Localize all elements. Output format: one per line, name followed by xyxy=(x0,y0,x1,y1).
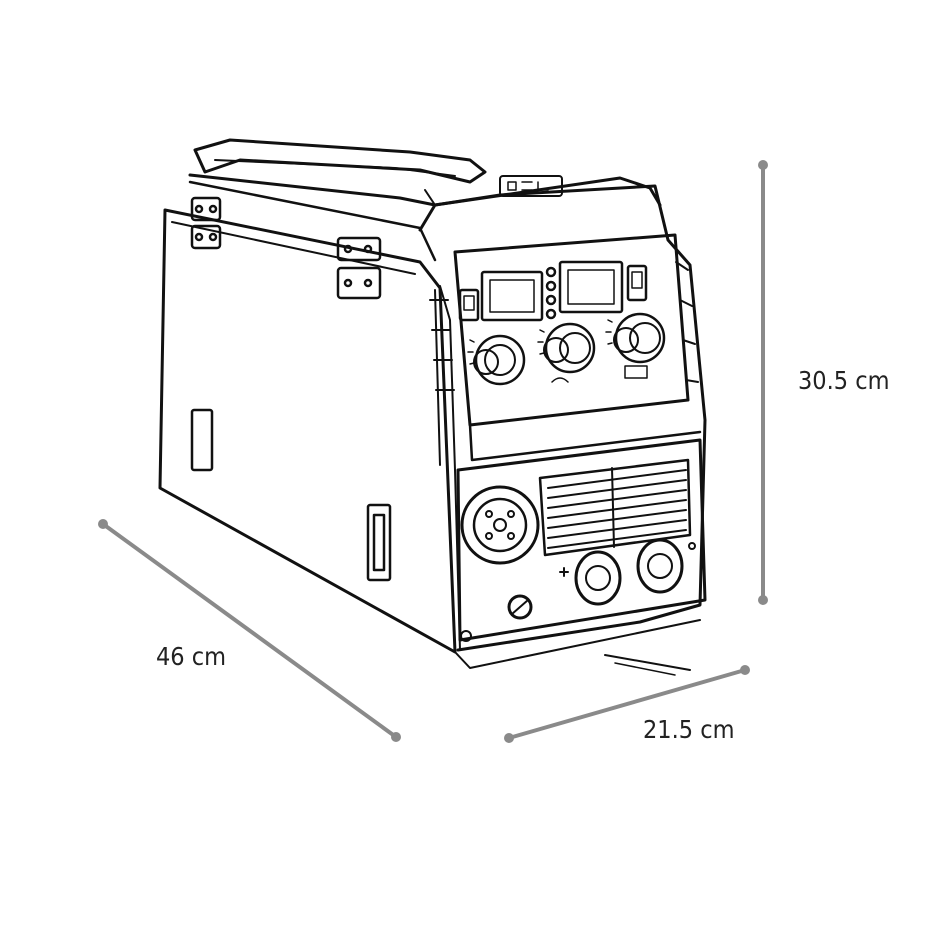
negative-terminal xyxy=(636,538,684,594)
welder-body xyxy=(158,138,707,676)
left-switch xyxy=(458,288,480,322)
vent-grille xyxy=(538,458,692,557)
depth-dimension-line xyxy=(101,522,398,739)
knob-center xyxy=(543,322,596,374)
right-switch xyxy=(626,264,648,302)
front-edge-ridges xyxy=(429,261,699,391)
lid-hinges xyxy=(190,196,382,300)
euro-torch-connector xyxy=(460,485,540,565)
dimension-lines xyxy=(101,163,765,740)
knob-left xyxy=(473,334,526,386)
width-label: 21.5 cm xyxy=(643,715,735,744)
positive-terminal xyxy=(559,550,622,606)
front-panel xyxy=(418,184,707,652)
gas-connector xyxy=(507,594,533,620)
control-panel-recess xyxy=(453,233,690,427)
width-dimension-line xyxy=(507,668,747,740)
height-label: 30.5 cm xyxy=(798,366,890,395)
knob-right xyxy=(613,312,666,364)
depth-label: 46 cm xyxy=(156,642,227,671)
side-latches xyxy=(190,408,392,582)
front-connectors xyxy=(460,485,696,642)
top-surface xyxy=(188,173,662,207)
right-display xyxy=(558,260,624,314)
top-handle xyxy=(193,138,487,184)
left-display xyxy=(480,270,544,322)
control-panel xyxy=(458,260,666,386)
side-panel xyxy=(158,208,457,654)
dimension-endpoints xyxy=(98,160,768,743)
brand-badge xyxy=(499,175,563,197)
